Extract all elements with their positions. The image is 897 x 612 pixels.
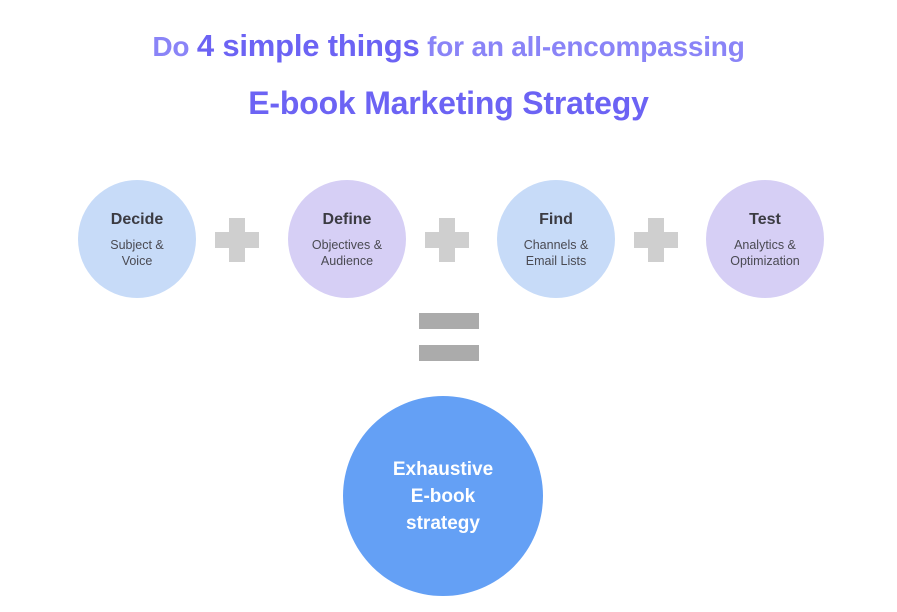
step-circle-test: Test Analytics & Optimization — [706, 180, 824, 298]
heading-block: Do 4 simple things for an all-encompassi… — [0, 28, 897, 123]
step-subtitle: Subject & Voice — [110, 237, 164, 268]
plus-operator-icon — [215, 218, 259, 262]
plus-vertical-bar — [229, 218, 245, 262]
equals-operator-icon — [419, 313, 479, 361]
step-title: Define — [322, 210, 372, 228]
heading-line-2: E-book Marketing Strategy — [248, 85, 649, 121]
step-circle-find: Find Channels & Email Lists — [497, 180, 615, 298]
equals-bottom-bar — [419, 345, 479, 361]
step-circle-decide: Decide Subject & Voice — [78, 180, 196, 298]
plus-operator-icon — [425, 218, 469, 262]
result-circle: Exhaustive E-book strategy — [343, 396, 543, 596]
step-title: Test — [749, 210, 781, 228]
step-circle-define: Define Objectives & Audience — [288, 180, 406, 298]
step-title: Find — [539, 210, 573, 228]
step-title: Decide — [110, 210, 164, 228]
heading-suffix: for an all-encompassing — [419, 31, 745, 62]
heading-line-1: Do 4 simple things for an all-encompassi… — [0, 28, 897, 65]
plus-operator-icon — [634, 218, 678, 262]
equals-top-bar — [419, 313, 479, 329]
plus-vertical-bar — [439, 218, 455, 262]
heading-emphasis: 4 simple things — [196, 28, 420, 63]
step-subtitle: Channels & Email Lists — [523, 237, 589, 268]
result-label: Exhaustive E-book strategy — [392, 458, 494, 534]
heading-prefix: Do — [152, 31, 197, 62]
steps-row: Decide Subject & Voice Define Objectives… — [0, 180, 897, 305]
step-subtitle: Analytics & Optimization — [730, 237, 800, 268]
plus-vertical-bar — [648, 218, 664, 262]
step-subtitle: Objectives & Audience — [311, 237, 383, 268]
